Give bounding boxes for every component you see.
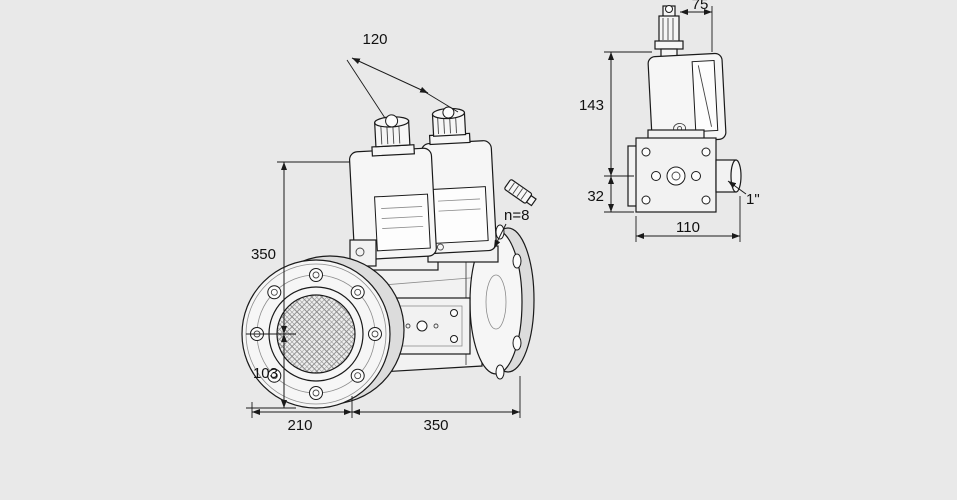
dim-143-label: 143 (579, 97, 604, 114)
flange-bolt-holes (250, 268, 382, 400)
solenoid-coil-front (348, 114, 437, 261)
coil-cap-front (371, 114, 415, 157)
dim-75-label: 75 (692, 0, 709, 13)
bolt-hole (512, 335, 522, 351)
bolt-hole (495, 364, 505, 380)
dim-height-350: 350 (246, 161, 350, 335)
dim-110: 110 (635, 196, 741, 242)
dim-length-350: 350 (352, 376, 521, 434)
connection-size-callout: 1" (727, 180, 760, 208)
bolt-count-callout: n=8 (493, 207, 529, 249)
side-valve-block (627, 137, 717, 213)
dim-32-label: 32 (587, 188, 604, 205)
screw-plug-icon (504, 179, 537, 207)
dim-110-label: 110 (676, 219, 700, 236)
dim-350h-label: 350 (251, 246, 276, 263)
bolt-count-label: n=8 (504, 207, 529, 224)
right-flange (469, 224, 535, 380)
main-valve-drawing: 120 350 103 210 350 n=8 (241, 31, 537, 434)
dim-143: 143 (579, 51, 652, 177)
connection-size-label: 1" (746, 191, 760, 208)
dim-32: 32 (587, 176, 634, 213)
dim-75: 75 (680, 0, 713, 52)
dim-depth-210: 210 (251, 396, 353, 434)
dim-210-label: 210 (287, 417, 312, 434)
dim-103-label: 103 (253, 365, 278, 382)
side-coil-cap (654, 5, 684, 58)
solenoid-coil-rear (420, 106, 497, 255)
left-flange (241, 255, 405, 409)
dim-coil-width: 120 (346, 31, 459, 119)
side-valve-drawing: 75 143 32 110 1" (579, 0, 760, 242)
dim-120-label: 120 (362, 31, 387, 48)
coil-cap-rear (428, 106, 471, 146)
dim-103: 103 (246, 334, 296, 409)
dim-350l-label: 350 (423, 417, 448, 434)
bolt-hole (512, 253, 522, 269)
